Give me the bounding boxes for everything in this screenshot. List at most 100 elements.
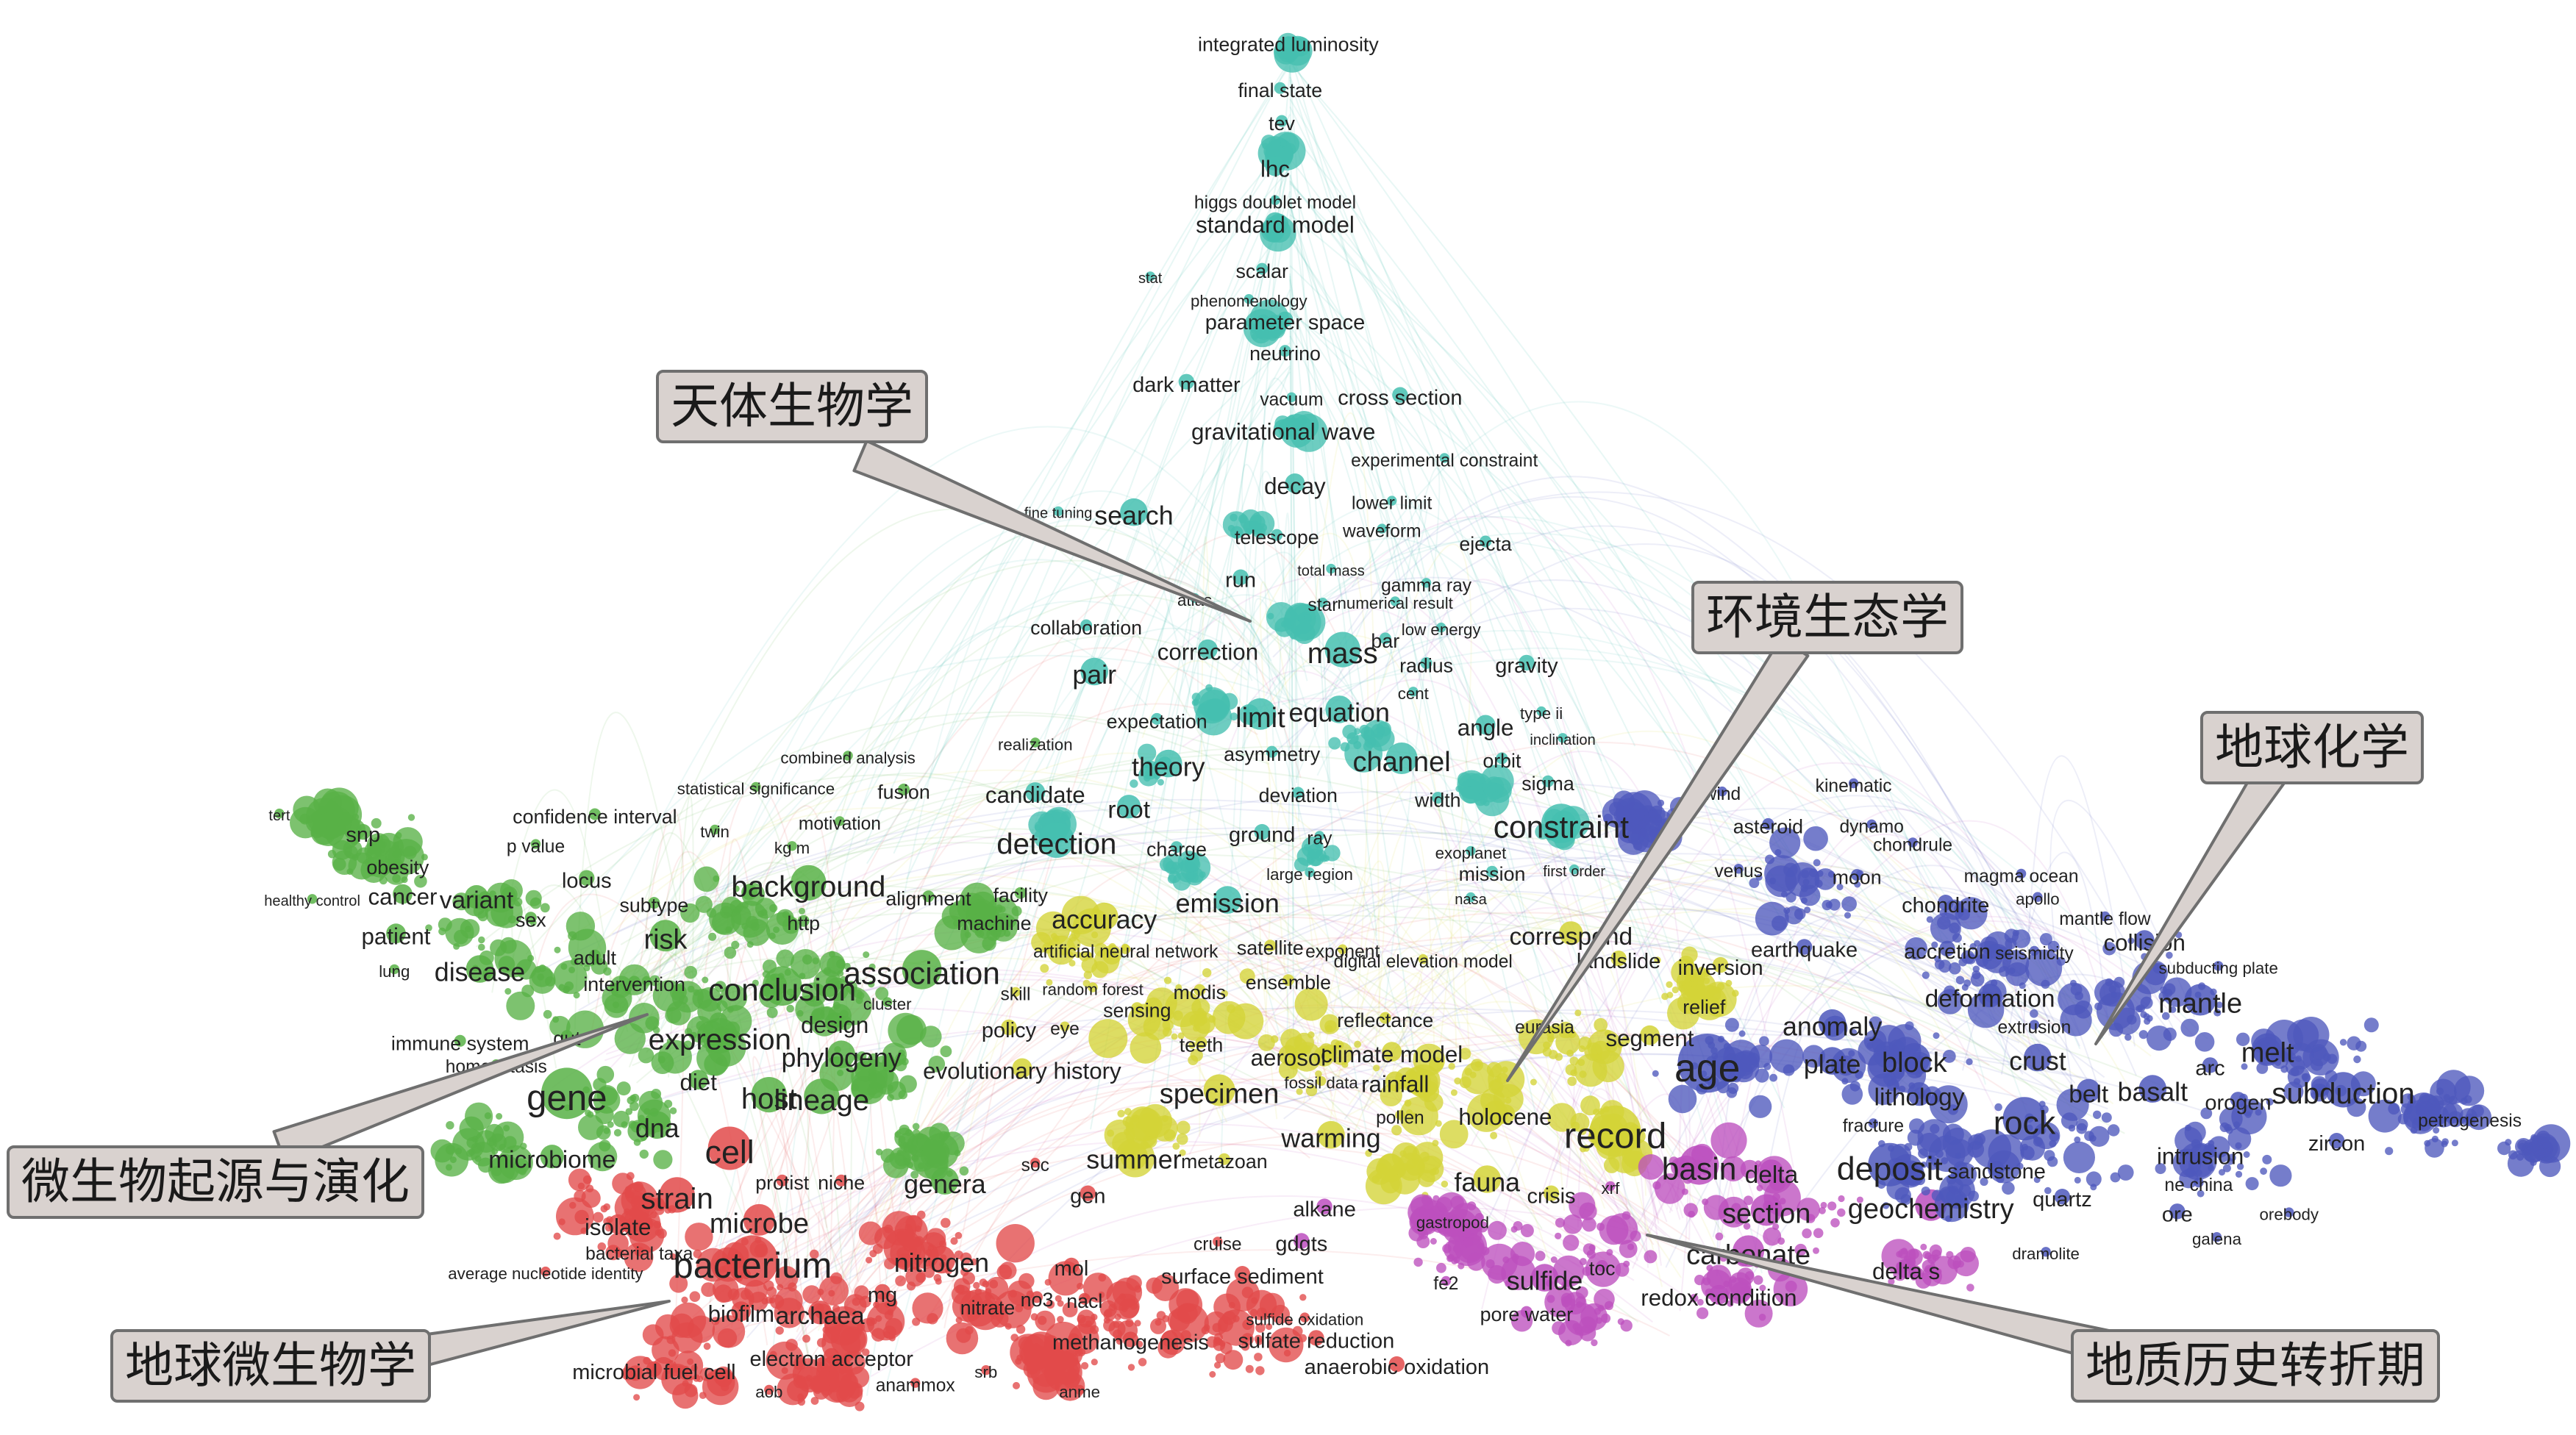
term-node bbox=[1520, 1306, 1533, 1318]
cluster-node bbox=[1836, 884, 1844, 891]
cluster-node bbox=[1743, 1223, 1751, 1230]
cluster-node bbox=[2180, 1018, 2199, 1037]
term-node bbox=[1213, 886, 1241, 914]
cluster-node bbox=[885, 1317, 903, 1336]
term-node bbox=[1265, 212, 1285, 232]
cluster-node bbox=[1966, 1284, 1974, 1292]
term-label: age bbox=[1674, 1046, 1740, 1090]
cluster-node bbox=[587, 1111, 594, 1118]
cluster-node bbox=[1747, 1052, 1760, 1065]
cluster-node bbox=[407, 814, 415, 821]
term-label: exponent bbox=[1305, 942, 1380, 962]
cluster-node bbox=[1849, 1028, 1858, 1037]
cluster-node bbox=[1535, 1250, 1546, 1262]
term-label: nitrogen bbox=[894, 1248, 989, 1278]
cluster-node bbox=[491, 1166, 502, 1176]
cluster-node bbox=[1805, 1214, 1816, 1223]
cluster-node bbox=[741, 1289, 751, 1300]
cluster-link bbox=[1142, 503, 1293, 1081]
cluster-node bbox=[1220, 1342, 1232, 1355]
term-node bbox=[1379, 1012, 1391, 1024]
cluster-node bbox=[1594, 1289, 1615, 1310]
term-label: type ii bbox=[1520, 704, 1563, 723]
cluster-node bbox=[1905, 1021, 1914, 1031]
cluster-node bbox=[445, 917, 474, 947]
cluster-node bbox=[731, 940, 740, 949]
term-node bbox=[804, 1078, 840, 1114]
term-label: phylogeny bbox=[781, 1043, 901, 1073]
cluster-node bbox=[1630, 1230, 1641, 1242]
cluster-node bbox=[2166, 951, 2173, 959]
cluster-node bbox=[2266, 1098, 2274, 1106]
cluster-link bbox=[1644, 920, 2197, 1237]
cluster-node bbox=[1267, 612, 1274, 620]
cluster-link bbox=[1289, 174, 1295, 1075]
cluster-node bbox=[1396, 1153, 1425, 1181]
cluster-link bbox=[799, 782, 2062, 1311]
cluster-node bbox=[1905, 937, 1927, 960]
cluster-node bbox=[1143, 774, 1151, 782]
term-label: xrf bbox=[1602, 1179, 1621, 1198]
cluster-link bbox=[1311, 412, 1381, 1034]
cluster-node bbox=[741, 884, 758, 901]
term-label: mantle bbox=[2158, 989, 2242, 1020]
cluster-node bbox=[2194, 1032, 2215, 1052]
term-node bbox=[1299, 1312, 1310, 1323]
term-node bbox=[1569, 864, 1580, 875]
cluster-node bbox=[421, 854, 428, 861]
term-label: emission bbox=[1176, 889, 1280, 918]
cluster-node bbox=[583, 965, 591, 972]
term-node bbox=[634, 1246, 644, 1257]
cluster-node bbox=[688, 985, 695, 993]
term-node bbox=[1377, 523, 1388, 534]
cluster-node bbox=[326, 820, 339, 833]
cluster-node bbox=[2363, 1017, 2379, 1033]
cluster-link bbox=[829, 139, 1291, 825]
cluster-node bbox=[1728, 1272, 1752, 1295]
cluster-node bbox=[1727, 1300, 1734, 1307]
term-node bbox=[1273, 419, 1294, 440]
cluster-node bbox=[633, 1394, 641, 1401]
cluster-node bbox=[1243, 520, 1256, 534]
cluster-node bbox=[701, 1282, 716, 1298]
cluster-node bbox=[1417, 1080, 1440, 1103]
cluster-node bbox=[1813, 1247, 1819, 1254]
cluster-link bbox=[1552, 805, 2099, 1172]
cluster-node bbox=[1436, 1262, 1446, 1273]
term-label: lhc bbox=[1260, 157, 1290, 182]
cluster-node bbox=[849, 988, 856, 995]
term-node bbox=[1282, 974, 1294, 987]
term-label: toc bbox=[1589, 1257, 1616, 1279]
term-node bbox=[2138, 1075, 2167, 1103]
cluster-node bbox=[768, 932, 776, 940]
cluster-node bbox=[2507, 1150, 2535, 1177]
term-label: cruise bbox=[1194, 1234, 1242, 1254]
cluster-node bbox=[2301, 1073, 2308, 1081]
cluster-node bbox=[1131, 1114, 1139, 1123]
term-node bbox=[1030, 737, 1041, 748]
cluster-node bbox=[843, 962, 851, 970]
term-label: ejecta bbox=[1459, 533, 1512, 555]
cluster-node bbox=[1144, 760, 1153, 769]
cluster-link bbox=[1090, 163, 1291, 1130]
cluster-node bbox=[574, 1189, 586, 1203]
cluster-node bbox=[1947, 1178, 1964, 1195]
cluster-node bbox=[477, 910, 488, 922]
term-label: mantle flow bbox=[2059, 909, 2151, 929]
cluster-node bbox=[1197, 1018, 1205, 1026]
cluster-node bbox=[1927, 1154, 1934, 1162]
cluster-node bbox=[1583, 1243, 1596, 1256]
cluster-node bbox=[1565, 1064, 1577, 1076]
term-node bbox=[1896, 1259, 1916, 1278]
cluster-link bbox=[752, 1056, 827, 1397]
term-label: final state bbox=[1238, 79, 1322, 101]
term-node bbox=[1171, 841, 1182, 854]
cluster-node bbox=[1107, 1129, 1115, 1137]
term-node bbox=[727, 1235, 779, 1287]
cluster-node bbox=[802, 1285, 821, 1304]
term-node bbox=[1244, 698, 1277, 730]
cluster-node bbox=[1266, 1323, 1273, 1331]
term-label: modis bbox=[1174, 981, 1226, 1003]
cluster-node bbox=[955, 1317, 963, 1324]
